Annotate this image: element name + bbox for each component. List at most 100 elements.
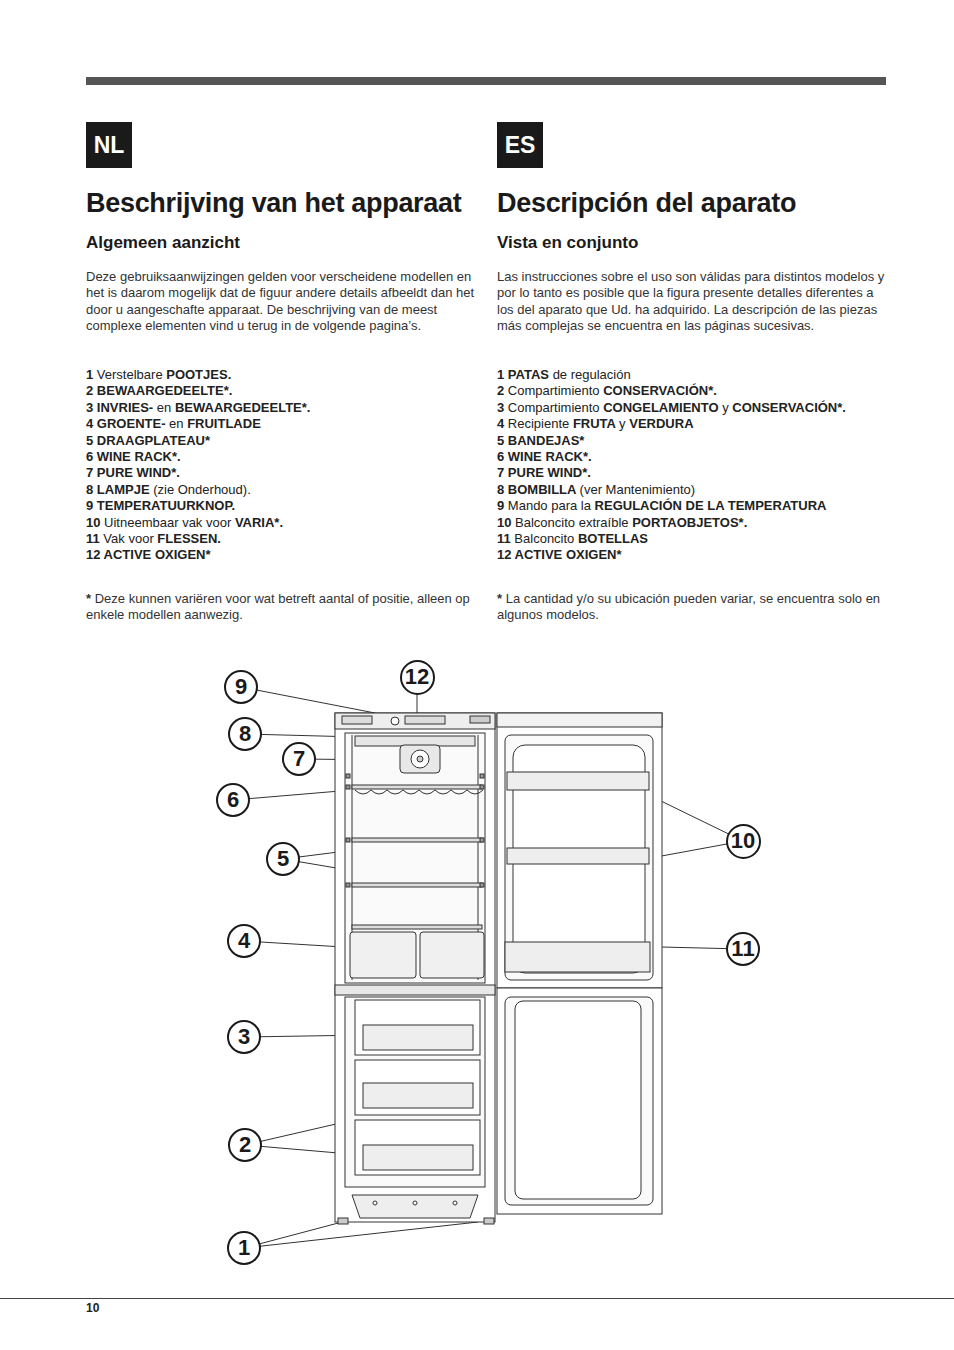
word: 9: [497, 498, 508, 513]
fridge-door: [497, 713, 662, 1214]
word: INVRIES-: [97, 400, 157, 415]
word: de: [553, 367, 571, 382]
word: BOTELLAS: [578, 531, 648, 546]
word: encuentra: [777, 591, 838, 606]
word: extraíble: [579, 515, 632, 530]
word: para: [551, 498, 581, 513]
word: La: [506, 591, 524, 606]
word: of: [358, 591, 372, 606]
word: en: [157, 400, 175, 415]
callout-circle: 5: [266, 842, 300, 876]
word: DRAAGPLATEAU*: [97, 433, 210, 448]
word: CONGELAMIENTO: [603, 400, 722, 415]
word: 3: [86, 400, 97, 415]
word: 5: [86, 433, 97, 448]
word: Balconcito: [514, 531, 578, 546]
word: Mando: [508, 498, 551, 513]
word: positie,: [372, 591, 417, 606]
word: REGULACIÓN: [595, 498, 686, 513]
word: voor: [206, 515, 235, 530]
word: (ver: [580, 482, 606, 497]
footnote: * La cantidad y/o su ubicación pueden va…: [497, 591, 889, 624]
parts-list-item: 7 PURE WIND*.: [86, 465, 180, 481]
language-badge: NL: [86, 122, 132, 168]
word: 3: [497, 400, 508, 415]
word: su: [597, 591, 614, 606]
top-bar: [86, 77, 886, 85]
word: Compartimiento: [508, 400, 603, 415]
parts-list-item: 2 BEWAARGEDEELTE*.: [86, 383, 232, 399]
word: OXIGEN*: [566, 547, 622, 562]
callout-number: 8: [239, 722, 251, 746]
word: 8: [497, 482, 508, 497]
word: ACTIVE: [104, 547, 155, 562]
word: Deze: [95, 591, 129, 606]
callout-number: 10: [731, 829, 755, 853]
intro-paragraph: Deze gebruiksaanwijzingen gelden voor ve…: [86, 269, 476, 335]
word: BEWAARGEDEELTE*.: [175, 400, 311, 415]
callout-number: 4: [238, 929, 250, 953]
callout-circle: 8: [228, 717, 262, 751]
parts-list-item: 9 Mando para la REGULACIÓN DE LA TEMPERA…: [497, 498, 826, 514]
word: Vak: [103, 531, 128, 546]
word: 7: [86, 465, 97, 480]
word: modelos.: [546, 607, 599, 622]
word: 2: [497, 383, 508, 398]
word: ACTIVE: [515, 547, 566, 562]
section-heading: Descripción del aparato: [497, 187, 796, 219]
word: 9: [86, 498, 97, 513]
word: 2: [86, 383, 97, 398]
word: ubicación: [615, 591, 674, 606]
word: Balconcito: [515, 515, 579, 530]
word: GROENTE-: [97, 416, 169, 431]
word: 7: [497, 465, 508, 480]
word: cantidad: [524, 591, 577, 606]
word: BOMBILLA: [508, 482, 580, 497]
word: OXIGEN*: [155, 547, 211, 562]
word: *: [497, 591, 506, 606]
word: voor: [128, 531, 157, 546]
callout-number: 6: [227, 788, 239, 812]
word: Uitneembaar: [104, 515, 182, 530]
word: TEMPERATURA: [728, 498, 827, 513]
parts-list-item: 3 INVRIES- en BEWAARGEDEELTE*.: [86, 400, 310, 416]
word: RACK*.: [545, 449, 591, 464]
parts-list-item: 12 ACTIVE OXIGEN*: [86, 547, 211, 563]
leader-lines: [233, 677, 743, 1248]
sub-heading: Algemeen aanzicht: [86, 233, 240, 253]
callout-circle: 10: [726, 824, 761, 859]
word: 12: [497, 547, 515, 562]
word: variëren: [175, 591, 226, 606]
word: LAMPJE: [97, 482, 153, 497]
word: la: [581, 498, 595, 513]
word: PURE: [97, 465, 137, 480]
footer-rule: [0, 1298, 954, 1299]
parts-list-item: 12 ACTIVE OXIGEN*: [497, 547, 622, 563]
word: PURE: [508, 465, 548, 480]
word: 10: [497, 515, 515, 530]
word: 11: [86, 531, 103, 546]
parts-list-item: 4 Recipiente FRUTA y VERDURA: [497, 416, 694, 432]
word: 10: [86, 515, 104, 530]
word: enkele: [86, 607, 128, 622]
parts-list-item: 10 Balconcito extraíble PORTAOBJETOS*.: [497, 515, 747, 531]
sub-heading: Vista en conjunto: [497, 233, 638, 253]
parts-list-item: 1 Verstelbare POOTJES.: [86, 367, 231, 383]
word: DE: [686, 498, 708, 513]
word: 5: [497, 433, 508, 448]
callout-circle: 12: [400, 660, 435, 695]
callout-number: 3: [238, 1025, 250, 1049]
word: FRUITLADE: [187, 416, 261, 431]
word: WIND*.: [548, 465, 591, 480]
callout-number: 9: [235, 675, 247, 699]
word: y: [619, 416, 629, 431]
parts-list-item: 10 Uitneembaar vak voor VARIA*.: [86, 515, 283, 531]
word: se: [759, 591, 776, 606]
parts-list-item: 6 WINE RACK*.: [497, 449, 592, 465]
word: wat: [254, 591, 278, 606]
parts-list-item: 2 Compartimiento CONSERVACIÓN*.: [497, 383, 717, 399]
callout-number: 1: [238, 1236, 250, 1260]
callout-circle: 9: [224, 670, 258, 704]
parts-list-item: 6 WINE RACK*.: [86, 449, 181, 465]
word: WIND*.: [137, 465, 180, 480]
